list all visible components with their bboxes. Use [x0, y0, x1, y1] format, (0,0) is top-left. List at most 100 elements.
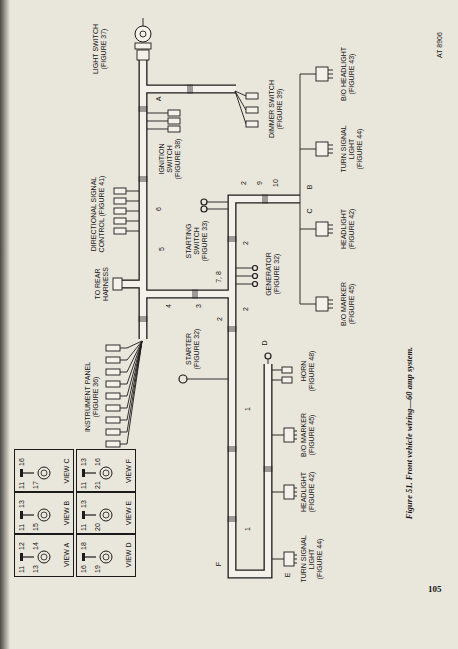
clip-hole [103, 512, 109, 518]
callout-number: 15 [32, 523, 40, 531]
clamp-hatch [193, 290, 194, 299]
connector-plug [316, 297, 328, 311]
callout-number: 7, 8 [215, 270, 223, 284]
callout-number: 2 [242, 240, 250, 246]
wire [207, 209, 228, 210]
component-label: DIRECTIONAL SIGNAL CONTROL (FIGURE 41) [90, 170, 106, 258]
connector-plug [282, 377, 292, 383]
callout-number: 20 [94, 523, 102, 531]
connector-plug [106, 381, 120, 387]
clip-hole [103, 470, 109, 476]
view-title: VIEW B [63, 492, 71, 534]
callout-number: 19 [94, 565, 102, 573]
callout-number: 11 [18, 566, 26, 573]
view-title: VIEW D [125, 534, 133, 576]
connector-plug [106, 429, 120, 435]
wire [126, 191, 139, 192]
page-number: 105 [428, 584, 442, 594]
clamp-hatch [263, 195, 264, 204]
view-letter: D [261, 339, 269, 346]
connector-plug [284, 485, 294, 499]
connector-plug [246, 107, 258, 113]
wire [294, 563, 297, 564]
detail-view-box: 11121314VIEW A [14, 533, 74, 577]
clamp-hatch [139, 321, 148, 322]
clip-hole [103, 554, 109, 560]
wire [328, 70, 333, 71]
ring-terminal [179, 375, 187, 383]
screw-shank [23, 514, 34, 515]
callout-number: 18 [80, 542, 88, 550]
clamp-hatch [228, 517, 237, 518]
connector-plug [106, 369, 120, 375]
clamp-hatch [139, 177, 148, 178]
callout-number: 16 [80, 565, 88, 573]
wire [328, 145, 333, 146]
wire [147, 129, 168, 130]
clamp-hatch [228, 519, 237, 520]
clamp-hatch [264, 469, 273, 470]
ring-terminal [201, 199, 207, 205]
callout-number: 2 [216, 316, 224, 322]
callout-number: 10 [272, 178, 280, 188]
wire [328, 149, 333, 150]
screw-head [82, 511, 85, 519]
wire [328, 78, 333, 79]
harness-outline [143, 85, 236, 94]
connector-plug [316, 222, 328, 236]
harness-core [143, 86, 236, 92]
callout-number: 1 [244, 406, 252, 412]
callout-number: 13 [32, 565, 40, 573]
wire [328, 153, 333, 154]
clamp-hatch [195, 290, 196, 299]
component-label: STARTER (FIGURE 32) [185, 327, 201, 371]
wire [120, 341, 142, 384]
clip-ring [100, 551, 112, 563]
connector-plug [114, 198, 126, 204]
harness-core [122, 281, 143, 287]
clamp-hatch [139, 179, 148, 180]
clamp-hatch [192, 85, 193, 94]
wire [120, 341, 142, 420]
callout-number: 11 [18, 482, 26, 489]
component-label: TURN SIGNAL LIGHT (FIGURE 44) [300, 535, 324, 584]
connector-plug [168, 110, 180, 116]
component-label: STARTING SWITCH (FIGURE 33) [185, 218, 209, 264]
component-label: GENERATOR (FIGURE 32) [265, 249, 281, 299]
wire [268, 359, 269, 364]
clamp-hatch [228, 449, 237, 450]
clamp-hatch [139, 107, 148, 108]
detail-view-box: 111315VIEW B [14, 491, 74, 535]
clip-ring [38, 509, 50, 521]
wire [300, 74, 316, 199]
wire [328, 300, 333, 301]
component-label: B/O MARKER (FIGURE 45) [340, 278, 356, 330]
harness-outline [232, 199, 300, 574]
connector-plug [246, 121, 258, 127]
component-label: LIGHT SWITCH (FIGURE 37) [92, 20, 108, 78]
wire [120, 341, 142, 432]
callout-number: 13 [80, 458, 88, 466]
clamp-hatch [264, 467, 273, 468]
detail-view-box: 11132116VIEW F [76, 449, 136, 493]
ring-terminal [253, 266, 258, 271]
wire [236, 268, 252, 269]
view-letter: F [215, 561, 223, 567]
component-label: HEADLIGHT (FIGURE 42) [300, 467, 316, 517]
clamp-hatch [139, 111, 148, 112]
connector-plug [316, 67, 328, 81]
clip-hole [41, 554, 47, 560]
callout-number: 5 [158, 246, 166, 252]
wire [272, 370, 282, 371]
view-title: VIEW A [63, 534, 71, 576]
screw-head [82, 469, 85, 477]
callout-number: 1 [244, 526, 252, 532]
wire [235, 91, 246, 124]
clip-ring [100, 467, 112, 479]
clamp-hatch [139, 181, 148, 182]
connector-plug [135, 43, 151, 49]
screw-head [20, 553, 23, 561]
connector-plug [106, 393, 120, 399]
wire [294, 488, 297, 489]
callout-number: 11 [80, 482, 88, 489]
